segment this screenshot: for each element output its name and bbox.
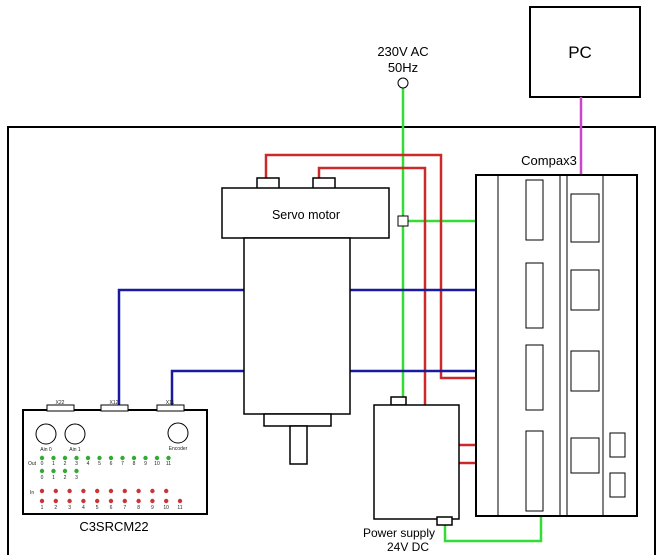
in-led-bottom (150, 498, 155, 504)
in-number: 5 (96, 505, 99, 511)
in-led-top (39, 488, 45, 494)
connector-x22-label: X22 (56, 400, 65, 406)
in-led-bottom (177, 498, 183, 504)
encoder-label: Encoder (169, 446, 188, 452)
in-led-top (136, 488, 141, 494)
c3srcm22-module: X22 X12 X11 Ain 0 Ain 1 Encoder Out In 0… (22, 400, 208, 515)
in-led-bottom (122, 498, 128, 504)
in-led-top (164, 488, 169, 494)
psu-label-line1: Power supply (363, 526, 435, 540)
out-number: 10 (154, 461, 160, 467)
mains-label-line1: 230V AC (377, 44, 428, 59)
out-led (85, 455, 91, 461)
out-led (131, 455, 137, 461)
in-led-top (122, 488, 128, 494)
out-number: 4 (87, 461, 90, 467)
out-number: 0 (41, 461, 44, 467)
in-number: 11 (177, 505, 182, 511)
out-led (108, 455, 114, 461)
out-led (51, 455, 56, 461)
in-led-top (150, 488, 155, 494)
in-led-bottom (164, 498, 169, 504)
in-led-top (67, 488, 72, 494)
out-led (154, 455, 160, 461)
in-led-top (81, 488, 86, 494)
pc-label: PC (568, 43, 592, 62)
power-supply (373, 396, 460, 526)
module-led-array: 0 1 2 3 4 5 6 7 8 9 10 11 0 1 2 3 1 2 3 4 5 6 7 8 9 10 11 (39, 455, 183, 511)
out-number: 1 (52, 461, 55, 467)
out-sub-led (39, 468, 45, 474)
in-number: 2 (54, 505, 57, 511)
out-sub-number: 0 (41, 475, 44, 481)
in-number: 1 (41, 505, 44, 511)
compax3-drive (475, 174, 638, 517)
out-sub-led (74, 468, 79, 474)
in-led-bottom (136, 498, 141, 504)
out-number: 9 (144, 461, 147, 467)
in-label: In (30, 490, 34, 496)
in-led-bottom (53, 498, 58, 504)
in-number: 3 (68, 505, 71, 511)
servo-label: Servo motor (272, 208, 340, 222)
out-led (166, 455, 171, 461)
ain1-dial (64, 423, 86, 445)
module-label: C3SRCM22 (79, 519, 148, 534)
out-sub-number: 1 (52, 475, 55, 481)
out-number: 6 (110, 461, 113, 467)
out-label: Out (28, 461, 37, 467)
mains-terminal (397, 77, 409, 89)
connector-x11-label: X11 (166, 400, 175, 406)
in-number: 7 (123, 505, 126, 511)
in-led-top (108, 488, 114, 494)
out-number: 11 (166, 461, 171, 467)
ain0-dial (35, 423, 57, 445)
out-led (39, 455, 45, 461)
in-number: 6 (110, 505, 113, 511)
mains-label-line2: 50Hz (388, 60, 418, 75)
in-number: 9 (151, 505, 154, 511)
in-led-top (95, 488, 100, 494)
in-number: 10 (163, 505, 169, 511)
out-led (97, 455, 102, 461)
connector-x12-label: X12 (110, 400, 119, 406)
out-led (74, 455, 79, 461)
pc-box (529, 6, 641, 98)
in-led-bottom (108, 498, 114, 504)
out-number: 3 (75, 461, 78, 467)
encoder-dial (167, 422, 189, 444)
in-led-bottom (95, 498, 100, 504)
ain0-label: Ain 0 (40, 447, 52, 453)
out-led (120, 455, 125, 461)
psu-label-line2: 24V DC (387, 540, 429, 554)
out-sub-number: 3 (75, 475, 78, 481)
out-number: 8 (133, 461, 136, 467)
servo-motor (221, 177, 390, 465)
out-number: 7 (121, 461, 124, 467)
out-number: 2 (64, 461, 67, 467)
in-led-top (53, 488, 58, 494)
out-sub-led (51, 468, 56, 474)
in-number: 4 (82, 505, 85, 511)
out-led (143, 455, 148, 461)
out-sub-number: 2 (64, 475, 67, 481)
tap-point (397, 215, 409, 227)
out-sub-led (62, 468, 68, 474)
in-led-bottom (81, 498, 86, 504)
cabinet-frame (7, 126, 656, 555)
out-number: 5 (98, 461, 101, 467)
ain1-label: Ain 1 (69, 447, 81, 453)
in-led-bottom (67, 498, 72, 504)
compax-label: Compax3 (521, 153, 577, 168)
signal-wiring (117, 288, 594, 407)
out-led (62, 455, 68, 461)
in-number: 8 (137, 505, 140, 511)
in-led-bottom (39, 498, 45, 504)
